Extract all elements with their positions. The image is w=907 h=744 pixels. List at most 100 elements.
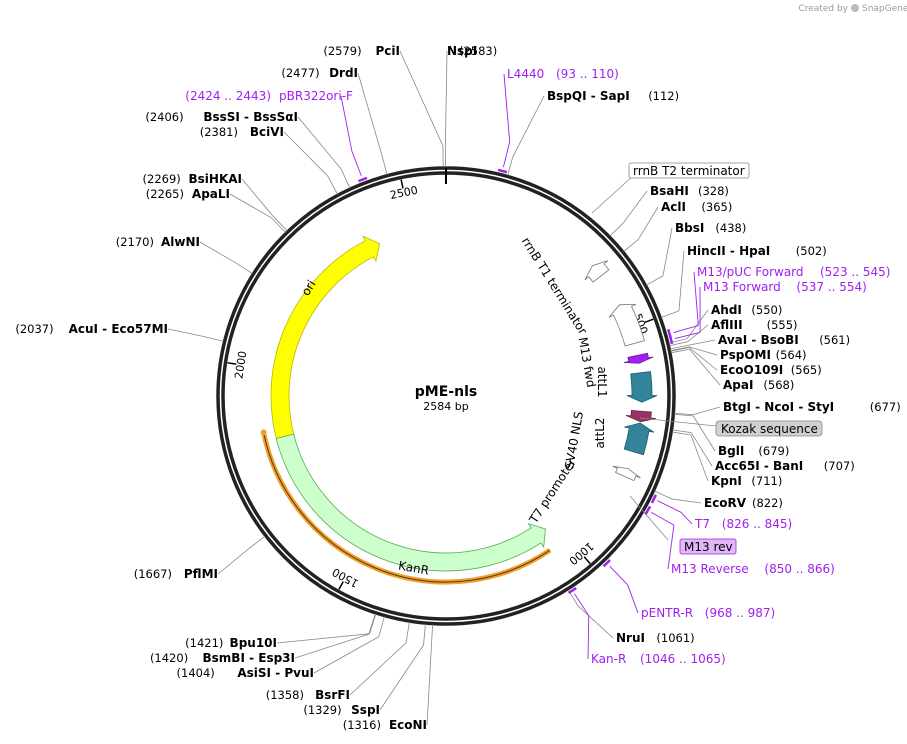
enzyme-position: (1667) — [134, 567, 172, 581]
tick-2500 — [400, 179, 404, 189]
enzyme-pflmi: PflMI (1667) — [134, 535, 266, 581]
enzyme-bpu10i: Bpu10I(1421) — [185, 613, 376, 650]
enzyme-bsmbi-esp3i: BsmBI - Esp3I(1420) — [150, 613, 377, 665]
enzyme-name: ApaLI — [192, 187, 230, 201]
tick-label-2000: 2000 — [232, 350, 249, 380]
enzyme-bsrfi: BsrFI(1358) — [266, 621, 410, 702]
feature-arrows — [270, 235, 658, 572]
tick-2000 — [227, 362, 237, 365]
primer-range: (2424 .. 2443) — [185, 89, 271, 103]
enzyme-acli: AclI(365) — [623, 200, 732, 252]
enzyme-name: PflMI — [184, 567, 218, 581]
enzyme-position: (2269) — [143, 172, 181, 186]
enzyme-position: (550) — [751, 303, 782, 317]
primer-site-mark — [650, 494, 658, 504]
enzyme-btgi-ncoi-styi: BtgI - NcoI - StyI(677) — [674, 400, 901, 416]
enzyme-position: (561) — [819, 333, 850, 347]
feature-label-attl2: attL2 — [593, 417, 607, 448]
enzyme-name: EcoRV — [704, 496, 747, 510]
boxed-label-rrnb-t2: rrnB T2 terminator — [633, 164, 745, 178]
primer-t7: T7(826 .. 845) — [650, 494, 792, 531]
tick-1000 — [583, 556, 591, 565]
snapgene-logo-icon — [851, 4, 859, 12]
enzyme-name: KpnI — [711, 474, 742, 488]
enzyme-name: AlwNI — [161, 235, 200, 249]
primer-name: pBR322ori-F — [279, 89, 353, 103]
enzyme-ecorv: EcoRV (822) — [654, 490, 783, 510]
enzyme-position: (1420) — [150, 651, 188, 665]
enzyme-name: ApaI — [723, 378, 753, 392]
enzyme-labels-left: PciI(2579)NspI(2583) DrdI(2477)BssSI - Bs… — [15, 44, 497, 732]
enzyme-name: EcoNI — [389, 718, 427, 732]
primer-range: (523 .. 545) — [820, 265, 890, 279]
feature-label-attl1: attL1 — [595, 366, 609, 397]
enzyme-name: BglI — [718, 444, 744, 458]
enzyme-drdi: DrdI(2477) — [281, 66, 388, 175]
enzyme-labels-right: BspQI - SapI(112)BsaHI(328)AclI(365)BbsI… — [507, 89, 901, 645]
primer-m13-puc-forward: M13/pUC Forward(523 .. 545) — [666, 265, 890, 339]
tick-label-2500: 2500 — [389, 184, 419, 202]
primer-range: (537 .. 554) — [796, 280, 866, 294]
enzyme-nspi: NspI(2583) — [444, 44, 497, 168]
enzyme-name: BsiHKAI — [189, 172, 243, 186]
primer-name: M13 Forward — [703, 280, 781, 294]
primer-range: (1046 .. 1065) — [640, 652, 726, 666]
credit-text: Created by — [798, 4, 848, 14]
enzyme-position: (555) — [767, 318, 798, 332]
enzyme-name: AflIII — [711, 318, 743, 332]
kan-r-orf-end — [260, 429, 267, 436]
enzyme-position: (2406) — [145, 110, 183, 124]
enzyme-name: Acc65I - BanI — [715, 459, 803, 473]
enzyme-position: (1404) — [177, 666, 215, 680]
kozak-label-box: Kozak sequence — [639, 417, 823, 437]
enzyme-bgli: BglI (679) — [674, 413, 789, 458]
enzyme-apai: ApaI(568) — [670, 348, 794, 392]
feature-label-m13-fwd: M13 fwd — [576, 336, 599, 389]
enzyme-position: (365) — [701, 200, 732, 214]
enzyme-nrui: NruI(1061) — [567, 589, 695, 645]
tick-1500 — [338, 581, 344, 590]
kan-r-outer-arc — [260, 429, 552, 585]
enzyme-position: (707) — [824, 459, 855, 473]
enzyme-position: (2381) — [200, 125, 238, 139]
primer-name: M13 Reverse — [671, 562, 749, 576]
enzyme-position: (822) — [752, 496, 783, 510]
enzyme-position: (2583) — [459, 44, 497, 58]
feature-arrow-rrnb-t1-terminator — [608, 303, 645, 347]
enzyme-bbsi: BbsI(438) — [646, 221, 746, 286]
tick-500 — [644, 318, 654, 324]
enzyme-position: (2037) — [15, 322, 53, 336]
enzyme-position: (679) — [758, 444, 789, 458]
m13-rev-label-box: M13 rev — [629, 495, 737, 555]
enzyme-name: BtgI - NcoI - StyI — [723, 400, 834, 414]
feature-arrow-attl1 — [626, 371, 658, 403]
enzyme-position: (112) — [648, 89, 679, 103]
enzyme-name: EcoO109I — [720, 363, 783, 377]
primer-name: L4440 — [507, 67, 544, 81]
primer-name: Kan-R — [591, 652, 626, 666]
primer-site-mark — [668, 334, 674, 345]
enzyme-name: DrdI — [329, 66, 358, 80]
enzyme-position: (328) — [698, 184, 729, 198]
enzyme-acui-eco57mi: AcuI - Eco57MI(2037) — [15, 322, 224, 342]
plasmid-name: pME-nls — [415, 384, 477, 400]
enzyme-ecoo109i: EcoO109I(565) — [670, 347, 822, 377]
enzyme-name: BssSI - BssSαI — [203, 110, 298, 124]
enzyme-econi: EcoNI(1316) — [343, 624, 434, 732]
primer-range: (93 .. 110) — [556, 67, 619, 81]
enzyme-hincii-hpai: HincII - HpaI(502) — [660, 244, 827, 318]
feature-arrow-t7-promoter — [612, 465, 641, 482]
enzyme-name: PspOMI — [720, 348, 771, 362]
kan-r-orf-arc-core — [263, 432, 551, 583]
enzyme-position: (2170) — [116, 235, 154, 249]
enzyme-position: (1061) — [656, 631, 694, 645]
primer-range: (968 .. 987) — [705, 606, 775, 620]
primer-range: (850 .. 866) — [764, 562, 834, 576]
feature-arrow-sv40-nls — [625, 410, 656, 423]
feature-label-rrnb-t1: rrnB T1 terminator — [519, 235, 590, 337]
primer-name: T7 — [694, 517, 710, 531]
feature-arrow-m13-fwd — [623, 352, 654, 364]
enzyme-bsssi-bsss-i: BssSI - BssSαI (2406) — [145, 110, 351, 189]
enzyme-pcii: PciI(2579) — [323, 44, 444, 168]
enzyme-name: BbsI — [675, 221, 704, 235]
